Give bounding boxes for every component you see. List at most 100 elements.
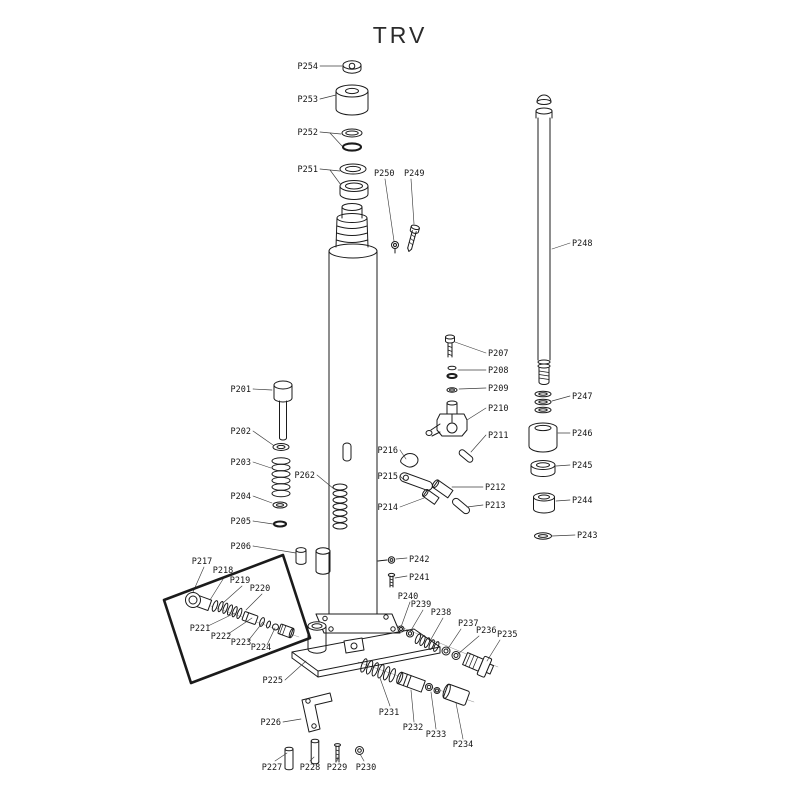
part-label-p244: P244: [572, 496, 592, 506]
part-labels: P201 P202 P203 P204 P205 P206 P262 P254 …: [190, 62, 598, 773]
part-label-p210: P210: [488, 404, 508, 414]
main-cylinder: [315, 203, 401, 634]
part-label-p217: P217: [192, 557, 212, 567]
part-p246-cup: [528, 422, 558, 453]
part-label-p218: P218: [213, 566, 233, 576]
lower-valve-train-a: [397, 625, 495, 678]
part-p234-cap: [442, 683, 470, 706]
part-label-p230: P230: [356, 763, 376, 773]
part-label-p228: P228: [300, 763, 320, 773]
part-label-p201: P201: [231, 385, 251, 395]
side-screw-parts: [377, 556, 396, 588]
part-label-p262: P262: [295, 471, 315, 481]
part-label-p233: P233: [426, 730, 446, 740]
part-p213-pin: [452, 497, 470, 515]
part-label-p248: P248: [572, 239, 592, 249]
part-p254-nut: [342, 60, 362, 74]
part-label-p216: P216: [378, 446, 398, 456]
part-p201-piston: [273, 380, 293, 441]
part-p228-rod: [310, 738, 320, 765]
part-p248-rod: [535, 94, 553, 385]
part-label-p232: P232: [403, 723, 423, 733]
part-label-p249: P249: [404, 169, 424, 179]
part-label-p231: P231: [379, 708, 399, 718]
base-plate: [291, 621, 441, 678]
part-label-p227: P227: [262, 763, 282, 773]
highlight-box: [162, 553, 312, 685]
part-label-p242: P242: [409, 555, 429, 565]
part-label-p208: P208: [488, 366, 508, 376]
part-p205-oring: [272, 520, 288, 528]
part-label-p223: P223: [231, 638, 251, 648]
part-label-p253: P253: [298, 95, 318, 105]
part-p206-plug: [295, 547, 307, 565]
pump-boss: [315, 547, 331, 575]
part-p226-bracket: [301, 692, 333, 733]
train-a-spring: [414, 633, 440, 652]
part-p245-washer: [530, 460, 556, 477]
part-label-p247: P247: [572, 392, 592, 402]
part-p209-ring: [446, 387, 458, 393]
part-p211-pin: [458, 449, 474, 463]
reserve-rod-parts: [528, 94, 558, 540]
part-label-p215: P215: [378, 472, 398, 482]
part-p230-nut: [355, 746, 364, 755]
lower-valve-train-b: [360, 658, 470, 706]
part-p215-lever: [399, 472, 433, 491]
part-label-p239: P239: [411, 600, 431, 610]
part-p212-sleeve: [431, 479, 454, 499]
part-label-p205: P205: [231, 517, 251, 527]
part-p251-washer: [339, 163, 369, 200]
part-label-p219: P219: [230, 576, 250, 586]
part-p231-spring: [360, 658, 396, 683]
part-p250-ball: [391, 241, 399, 254]
part-label-p212: P212: [485, 483, 505, 493]
part-p232-piston: [396, 671, 426, 693]
part-label-p204: P204: [231, 492, 251, 502]
part-p216-hook: [400, 453, 419, 468]
part-label-p245: P245: [572, 461, 592, 471]
part-label-p236: P236: [476, 626, 496, 636]
part-p244-ring: [533, 492, 555, 514]
part-p204-washer: [272, 501, 288, 509]
part-label-p254: P254: [298, 62, 318, 72]
part-label-p234: P234: [453, 740, 473, 750]
part-label-p203: P203: [231, 458, 251, 468]
part-label-p252: P252: [298, 128, 318, 138]
part-label-p220: P220: [250, 584, 270, 594]
leader-lines: [192, 65, 576, 762]
part-label-p206: P206: [231, 542, 251, 552]
part-label-p211: P211: [488, 431, 508, 441]
part-p208-rings: [446, 365, 458, 380]
part-p252-seals: [341, 128, 363, 152]
part-p227-pin: [284, 746, 294, 771]
diagram-title: TRV: [373, 22, 428, 48]
part-p210-valve-body: [425, 400, 468, 437]
part-label-p213: P213: [485, 501, 505, 511]
part-label-p226: P226: [261, 718, 281, 728]
part-p235-plug: [462, 652, 495, 678]
part-p203-spring: [271, 457, 291, 498]
part-p247-rings: [534, 390, 552, 414]
part-p214-roller: [421, 489, 440, 505]
part-p229-screw: [334, 743, 341, 763]
part-label-p235: P235: [497, 630, 517, 640]
part-label-p202: P202: [231, 427, 251, 437]
part-p253-cap: [335, 84, 369, 116]
part-label-p246: P246: [572, 429, 592, 439]
part-p202-washer: [272, 443, 290, 451]
overload-spring: [217, 600, 243, 620]
overload-valve-parts: [185, 592, 295, 639]
part-p243-ring: [534, 532, 552, 540]
part-label-p214: P214: [378, 503, 398, 513]
part-p262-spring: [332, 483, 348, 530]
part-label-p209: P209: [488, 384, 508, 394]
part-label-p250: P250: [374, 169, 394, 179]
part-label-p225: P225: [263, 676, 283, 686]
part-label-p237: P237: [458, 619, 478, 629]
bottom-left-parts: [284, 692, 364, 771]
part-p233-rings: [425, 683, 441, 694]
part-label-p221: P221: [190, 624, 210, 634]
part-p207-screw: [445, 334, 455, 358]
release-valve-parts: [399, 334, 474, 515]
